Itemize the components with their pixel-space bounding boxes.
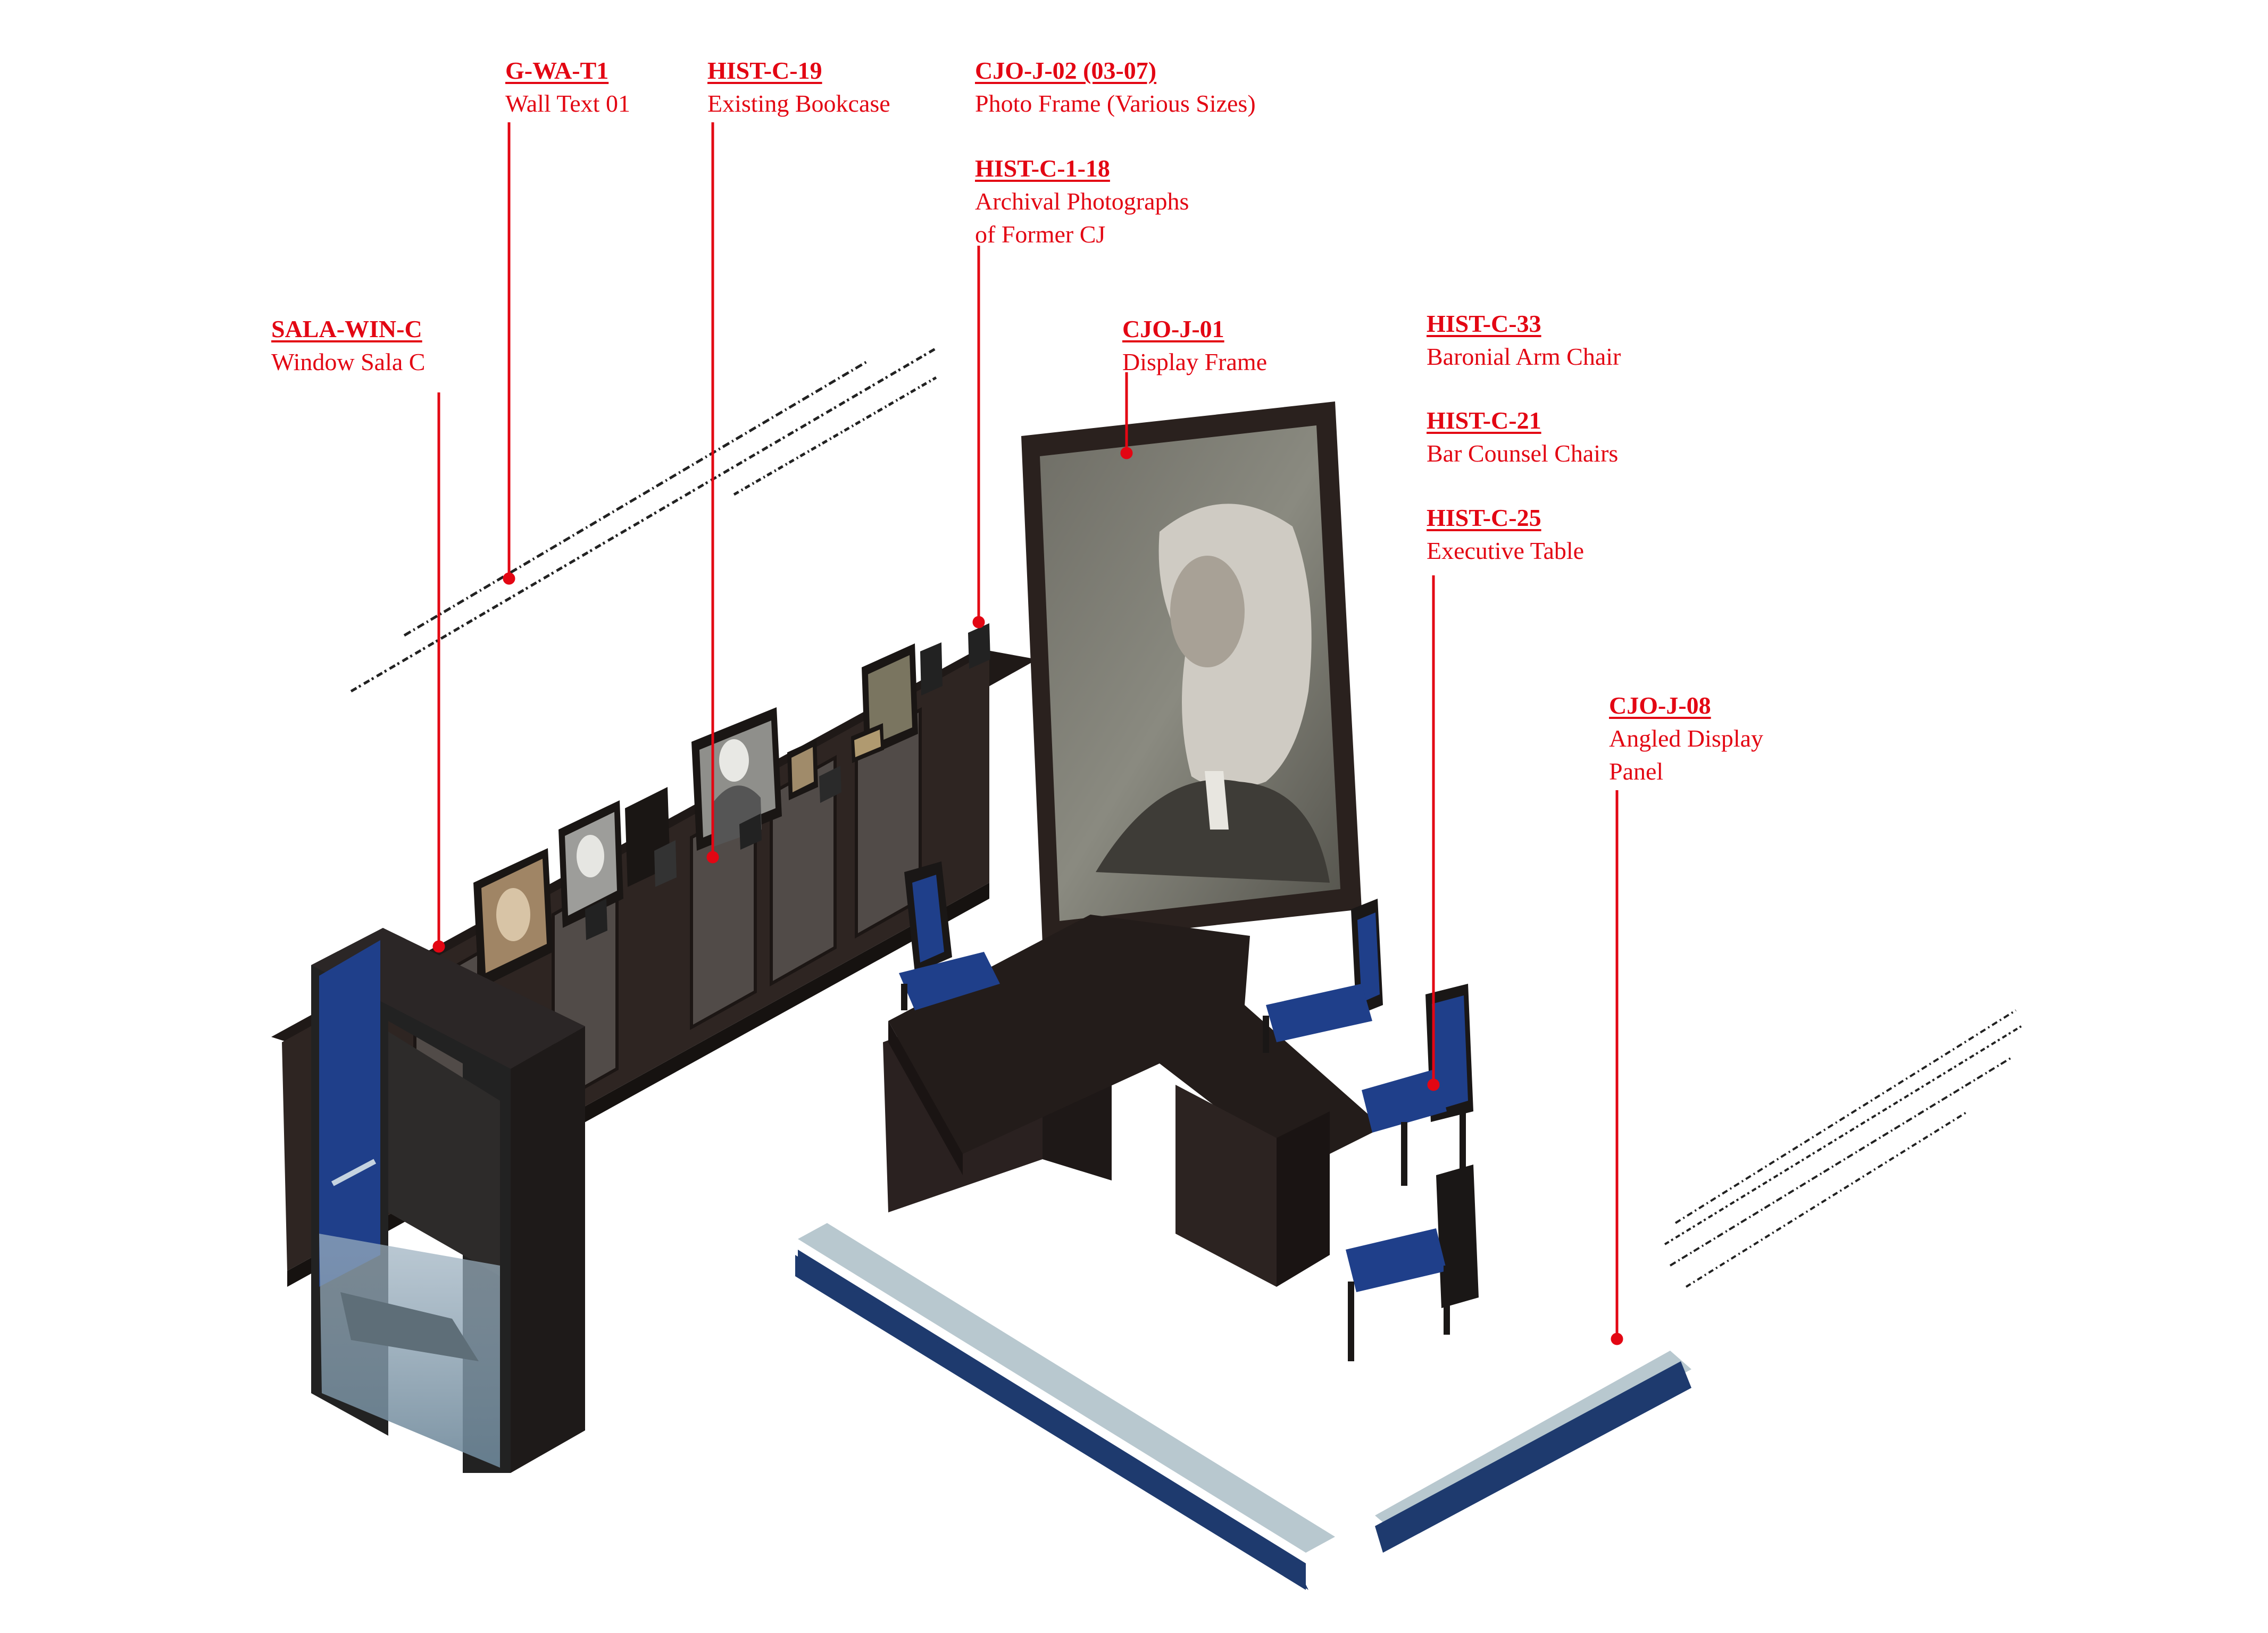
callout-desc: Angled Display — [1609, 725, 1764, 752]
callout-photo-frame: CJO-J-02 (03-07) Photo Frame (Various Si… — [975, 54, 1256, 120]
leader-dot — [503, 572, 515, 585]
leader-dot — [1611, 1333, 1623, 1345]
display-frame — [1021, 401, 1362, 944]
leader-dot — [706, 851, 719, 864]
callout-angled-display-panel: CJO-J-08 Angled Display Panel — [1609, 689, 1763, 788]
bar-counsel-chairs — [1263, 899, 1479, 1361]
panel-text-script — [1664, 1009, 2022, 1288]
executive-table — [883, 915, 1383, 1287]
callout-bar-counsel-chairs: HIST-C-21 Bar Counsel Chairs — [1427, 404, 1618, 470]
angled-display-panel — [795, 1223, 1691, 1590]
wall-text-script — [350, 347, 937, 693]
callout-code: G-WA-T1 — [505, 57, 609, 84]
callout-desc: Display Frame — [1122, 348, 1268, 375]
leader-dot — [1120, 447, 1133, 459]
callout-code: CJO-J-08 — [1609, 692, 1711, 719]
callout-existing-bookcase: HIST-C-19 Existing Bookcase — [707, 54, 890, 120]
baronial-arm-chair — [899, 861, 1000, 1010]
callout-baronial-arm-chair: HIST-C-33 Baronial Arm Chair — [1427, 307, 1621, 373]
callout-desc: Baronial Arm Chair — [1427, 343, 1621, 370]
callout-code: HIST-C-25 — [1427, 504, 1541, 531]
callout-leaders — [432, 122, 1623, 1345]
leader-dot — [972, 616, 985, 629]
callout-display-frame: CJO-J-01 Display Frame — [1122, 313, 1267, 379]
callout-code: HIST-C-21 — [1427, 407, 1541, 434]
callout-executive-table: HIST-C-25 Executive Table — [1427, 501, 1584, 567]
callout-code: HIST-C-19 — [707, 57, 822, 84]
window-sala-c — [311, 928, 585, 1473]
leader-dot — [1427, 1078, 1440, 1091]
callout-window-sala-c: SALA-WIN-C Window Sala C — [271, 313, 425, 379]
callout-wall-text: G-WA-T1 Wall Text 01 — [505, 54, 630, 120]
callout-archival-photographs: HIST-C-1-18 Archival Photographs of Form… — [975, 152, 1189, 251]
callout-desc: of Former CJ — [975, 221, 1106, 248]
callout-desc: Archival Photographs — [975, 188, 1189, 215]
callout-code: HIST-C-33 — [1427, 310, 1541, 337]
leader-dot — [432, 940, 445, 953]
photo-frames — [473, 623, 990, 989]
callout-desc: Executive Table — [1427, 537, 1585, 564]
callout-code: HIST-C-1-18 — [975, 155, 1110, 182]
callout-desc: Window Sala C — [271, 348, 426, 375]
callout-code: CJO-J-01 — [1122, 315, 1224, 342]
callout-code: SALA-WIN-C — [271, 315, 422, 342]
callout-desc: Panel — [1609, 758, 1664, 785]
callout-code: CJO-J-02 (03-07) — [975, 57, 1157, 84]
callout-desc: Wall Text 01 — [505, 90, 630, 117]
callout-desc: Photo Frame (Various Sizes) — [975, 90, 1256, 117]
callout-desc: Existing Bookcase — [707, 90, 890, 117]
callout-desc: Bar Counsel Chairs — [1427, 440, 1619, 467]
